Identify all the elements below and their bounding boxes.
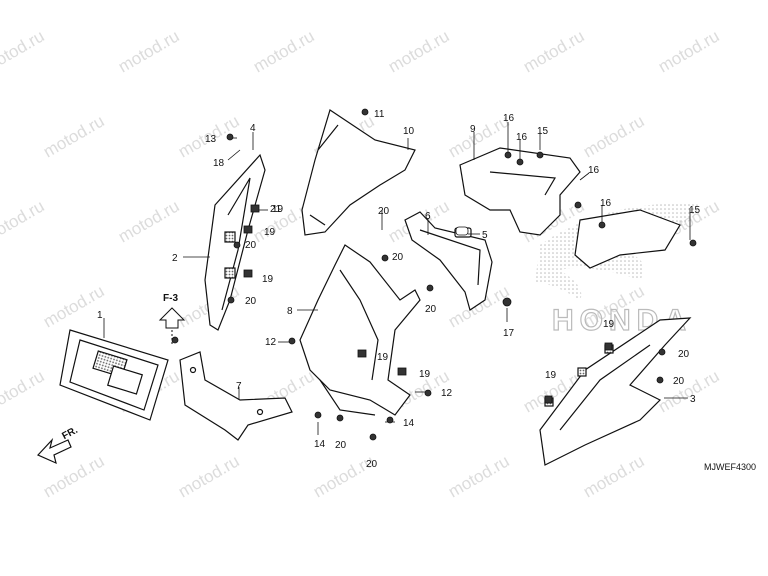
clip-icon (397, 367, 407, 376)
callout-number: 6 (425, 211, 431, 222)
callout-number: 5 (482, 230, 488, 241)
bolt-icon (598, 221, 606, 229)
leader-lines (103, 122, 691, 435)
callout-number: 20 (245, 240, 257, 251)
diagram-code: MJWEF4300 (703, 462, 756, 472)
screw-icon (226, 133, 234, 141)
part-10-windscreen (301, 109, 416, 236)
callout-number: 21 (270, 204, 282, 215)
screw-icon (171, 336, 179, 344)
grommet-icon (369, 433, 377, 441)
callout-number: 9 (470, 124, 476, 135)
grommet-icon (426, 284, 434, 292)
bolt-icon (536, 151, 544, 159)
callout-number: 14 (314, 439, 326, 450)
callout-number: 20 (678, 349, 690, 360)
clip-icon (357, 349, 367, 358)
bolt-icon (504, 151, 512, 159)
part-8-upper-cowl (299, 244, 421, 416)
screw-icon (288, 337, 296, 345)
grommet-icon (658, 348, 666, 356)
callout-number: 19 (419, 369, 431, 380)
nut-icon (502, 297, 512, 307)
grommet-icon (656, 376, 664, 384)
clip-icon (544, 395, 553, 404)
grommet-icon (227, 296, 235, 304)
callout-number: 16 (503, 113, 515, 124)
grommet-icon (381, 254, 389, 262)
rubber-icon (455, 226, 469, 236)
grommet-icon (233, 241, 241, 249)
callout-number: 14 (403, 418, 415, 429)
grommet-icon (336, 414, 344, 422)
callout-number: 7 (236, 381, 242, 392)
callout-number: 12 (265, 337, 277, 348)
callout-number: 19 (272, 204, 284, 215)
callout-number: 19 (377, 352, 389, 363)
callout-number: 15 (537, 126, 549, 137)
callout-number: 8 (287, 306, 293, 317)
callout-number: 20 (366, 459, 378, 470)
clip-icon (604, 342, 613, 351)
callout-number: 2 (172, 253, 178, 264)
bolt-icon (516, 158, 524, 166)
callout-number: 13 (205, 134, 217, 145)
screw-icon (314, 411, 322, 419)
ref-arrow (158, 307, 186, 345)
callout-number: 1 (97, 310, 103, 321)
screw-icon (361, 108, 369, 116)
ref-label: F-3 (163, 293, 178, 304)
clip-icon (243, 269, 253, 278)
callout-number: 20 (392, 252, 404, 263)
callout-number: 20 (425, 304, 437, 315)
screw-icon (386, 416, 394, 424)
callout-number: 16 (516, 132, 528, 143)
part-7-bracket (179, 351, 293, 441)
bolt-icon (574, 201, 582, 209)
callout-number: 10 (403, 126, 415, 137)
callout-number: 19 (603, 319, 615, 330)
clip-icon (243, 225, 253, 234)
callout-number: 17 (503, 328, 515, 339)
callout-number: 20 (245, 296, 257, 307)
clip-icon (250, 204, 260, 213)
callout-number: 19 (262, 274, 274, 285)
callout-number: 4 (250, 123, 256, 134)
callout-number: 16 (588, 165, 600, 176)
callout-number: 18 (213, 158, 225, 169)
callout-number: 15 (689, 205, 701, 216)
callout-number: 20 (378, 206, 390, 217)
screw-icon (424, 389, 432, 397)
part-3-lower-cowl (539, 317, 692, 466)
callout-number: 20 (673, 376, 685, 387)
callout-number: 3 (690, 394, 696, 405)
callout-number: 16 (600, 198, 612, 209)
callout-number: 19 (264, 227, 276, 238)
part-1-plate-bracket (59, 329, 169, 421)
fasteners (171, 108, 697, 441)
callout-numbers: 1234567891011121213141415151616161617181… (97, 109, 701, 470)
callout-number: 12 (441, 388, 453, 399)
bolt-icon (689, 239, 697, 247)
front-arrow (36, 437, 72, 465)
callout-number: 19 (545, 370, 557, 381)
callout-number: 20 (335, 440, 347, 451)
callout-number: 11 (374, 109, 385, 120)
